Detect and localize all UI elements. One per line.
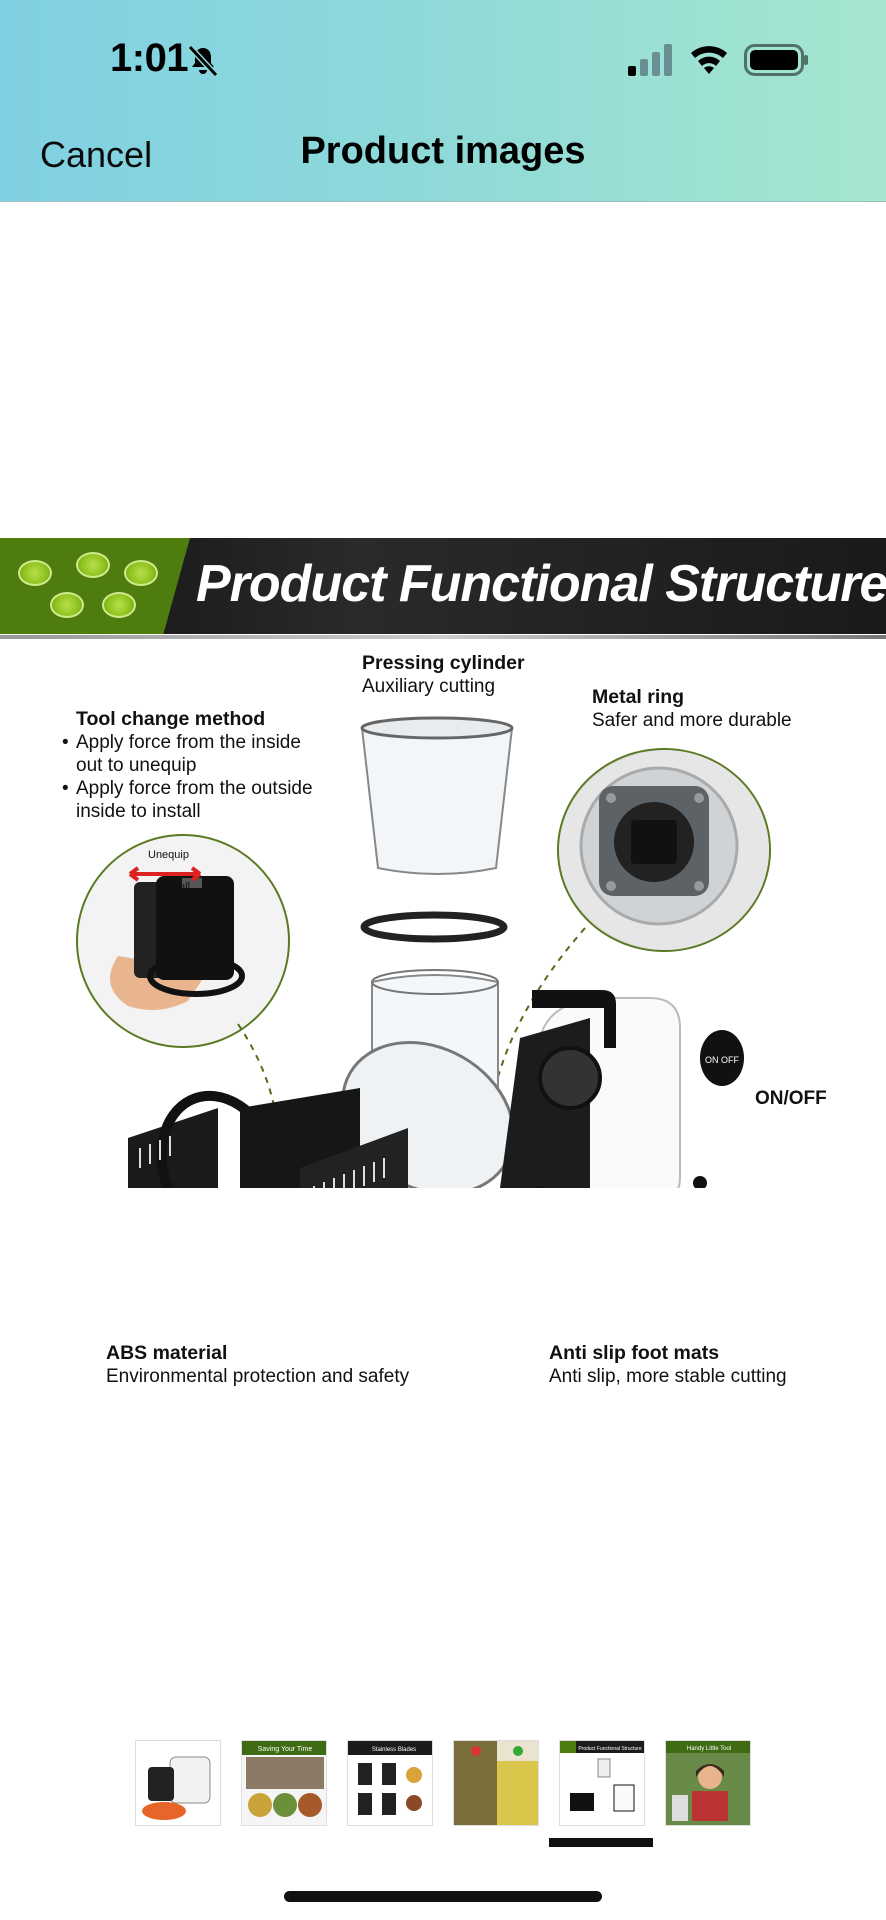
metal-ring-illustration (559, 750, 769, 950)
slicer-exploded-view: ON OFF (128, 716, 744, 1188)
tool-change-label: Tool change method •Apply force from the… (62, 708, 313, 822)
navigation-header: 1:01 Cancel Product images (0, 0, 886, 202)
status-time: 1:01 (110, 36, 189, 80)
tool-change-illustration: Unequip install (110, 849, 245, 1010)
thumbnail-saving-time[interactable]: Saving Your Time (241, 1740, 327, 1826)
battery-icon (744, 44, 808, 76)
selected-thumbnail-indicator (549, 1838, 653, 1847)
svg-text:install: install (162, 881, 190, 893)
svg-text:Unequip: Unequip (148, 849, 189, 861)
banner-divider (0, 635, 886, 639)
thumbnail-food-results[interactable] (453, 1740, 539, 1826)
svg-text:Handy Little Tool: Handy Little Tool (687, 1746, 731, 1752)
svg-text:Saving Your Time: Saving Your Time (258, 1746, 313, 1753)
anti-slip-label: Anti slip foot mats Anti slip, more stab… (549, 1342, 787, 1387)
svg-text:Stainless Blades: Stainless Blades (372, 1747, 416, 1753)
cellular-signal-icon (628, 44, 672, 76)
home-indicator[interactable] (284, 1891, 602, 1902)
metal-ring-label: Metal ring Safer and more durable (592, 686, 792, 731)
banner-title: Product Functional Structure (196, 555, 886, 613)
onoff-label: ON/OFF (755, 1088, 827, 1109)
page-title: Product images (300, 130, 586, 172)
product-image[interactable]: Product Functional Structure Pressing cy… (0, 538, 886, 1408)
callout-connectors (237, 927, 586, 1145)
metal-ring-callout (557, 748, 771, 952)
pressing-cylinder-label: Pressing cylinder Auxiliary cutting (362, 652, 525, 697)
silent-bell-icon (187, 44, 219, 78)
svg-text:Product Functional Structure: Product Functional Structure (578, 1746, 642, 1752)
thumbnail-handy-tool[interactable]: Handy Little Tool (665, 1740, 751, 1826)
cancel-button[interactable]: Cancel (40, 134, 153, 175)
thumbnail-product-hero[interactable] (135, 1740, 221, 1826)
thumbnail-stainless-blades[interactable]: Stainless Blades (347, 1740, 433, 1826)
product-image-banner: Product Functional Structure (0, 538, 886, 634)
banner-green-panel (0, 538, 190, 634)
tool-change-callout: Unequip install (76, 834, 290, 1048)
svg-text:ON OFF: ON OFF (705, 1055, 739, 1065)
thumbnail-functional-structure[interactable]: Product Functional Structure (559, 1740, 645, 1826)
abs-material-label: ABS material Environmental protection an… (106, 1342, 410, 1387)
wifi-icon (691, 46, 727, 74)
